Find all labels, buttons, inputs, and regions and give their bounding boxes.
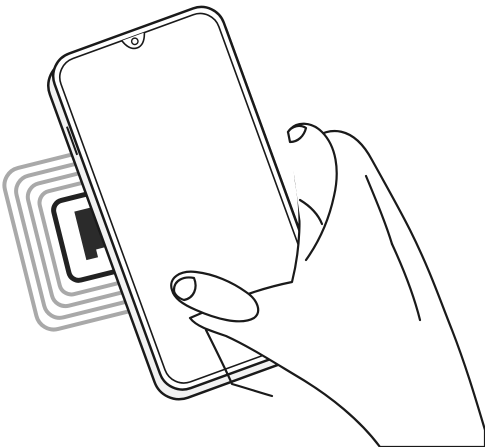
thumbnail bbox=[174, 278, 196, 301]
